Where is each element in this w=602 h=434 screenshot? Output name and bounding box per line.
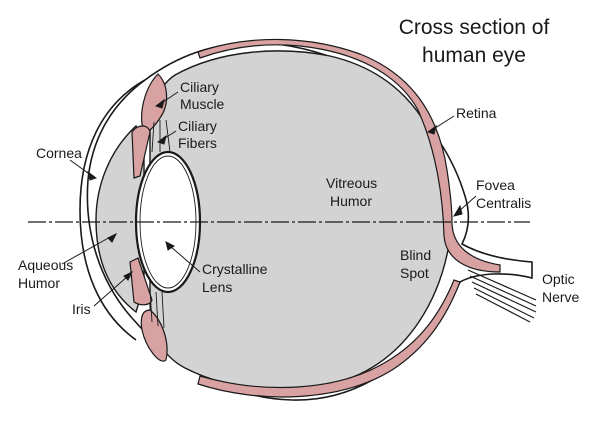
label-fovea-2: Centralis — [476, 195, 531, 211]
optic-nerve — [467, 269, 537, 323]
title-line-2: human eye — [422, 44, 526, 67]
label-ciliary-muscle-2: Muscle — [180, 96, 225, 112]
arrowhead-crystalline — [165, 241, 175, 251]
label-iris: Iris — [72, 301, 91, 317]
label-ciliary-fibers-1: Ciliary — [178, 118, 217, 134]
retina-lower — [197, 279, 461, 398]
label-aqueous-1: Aqueous — [18, 257, 73, 273]
arrow-aqueous — [61, 235, 113, 265]
label-crystalline-1: Crystalline — [202, 261, 268, 277]
arrow-crystalline — [169, 245, 201, 273]
label-crystalline-2: Lens — [202, 279, 232, 295]
label-fovea-1: Fovea — [476, 177, 515, 193]
label-ciliary-muscle-1: Ciliary — [180, 79, 219, 95]
ciliary-muscle-bottom — [140, 309, 168, 362]
label-vitreous-2: Humor — [330, 193, 372, 209]
label-vitreous-1: Vitreous — [326, 175, 377, 191]
arrowhead-ciliary-muscle — [154, 98, 165, 109]
label-optic-2: Nerve — [542, 289, 580, 305]
arrowhead-cornea — [87, 170, 98, 181]
title-line-1: Cross section of — [399, 16, 550, 39]
label-blind-1: Blind — [400, 247, 431, 263]
arrowhead-aqueous — [107, 232, 118, 243]
arrowhead-retina — [426, 124, 437, 135]
iris-bottom — [129, 257, 153, 306]
label-cornea: Cornea — [36, 145, 82, 161]
label-optic-1: Optic — [542, 271, 575, 287]
label-aqueous-2: Humor — [18, 275, 60, 291]
arrowhead-ciliary-fibers — [156, 134, 167, 145]
retina — [197, 38, 501, 273]
arrowhead-fovea — [452, 204, 463, 217]
label-ciliary-fibers-2: Fibers — [178, 135, 217, 151]
label-blind-2: Spot — [400, 265, 429, 281]
leader-arrows — [61, 91, 477, 307]
arrow-iris — [93, 275, 129, 307]
iris-top — [131, 125, 151, 179]
arrowhead-iris — [123, 270, 134, 281]
label-retina: Retina — [456, 105, 497, 121]
cornea — [79, 79, 146, 341]
